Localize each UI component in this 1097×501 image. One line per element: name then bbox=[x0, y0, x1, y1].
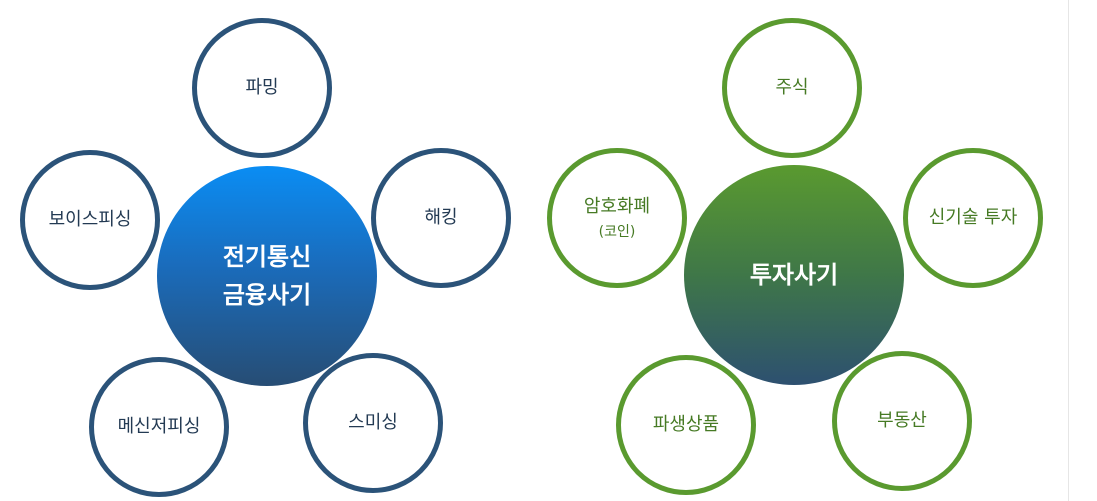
node-label: 파밍 bbox=[245, 77, 279, 98]
scrollbar-track[interactable] bbox=[1068, 0, 1097, 501]
node-label: 해킹 bbox=[424, 207, 458, 228]
node-hacking: 해킹 bbox=[371, 148, 511, 288]
node-label: 메신저피싱 bbox=[117, 416, 201, 437]
node-sublabel: (코인) bbox=[598, 224, 636, 240]
node-derivatives: 파생상품 bbox=[616, 355, 756, 495]
node-label: 파생상품 bbox=[652, 414, 720, 435]
node-label: 암호화폐 bbox=[583, 196, 651, 217]
node-messenger-phishing: 메신저피싱 bbox=[89, 357, 229, 497]
node-label: 부동산 bbox=[877, 410, 927, 431]
hub-title-line-1: 투자사기 bbox=[749, 261, 839, 289]
hub-title-line-2: 금융사기 bbox=[222, 281, 312, 309]
hub-investment-fraud: 투자사기 bbox=[684, 165, 904, 385]
node-stocks: 주식 bbox=[722, 18, 862, 158]
node-smishing: 스미싱 bbox=[303, 353, 443, 493]
node-label: 스미싱 bbox=[348, 412, 398, 433]
node-new-tech-investment: 신기술 투자 bbox=[903, 148, 1043, 288]
node-real-estate: 부동산 bbox=[832, 351, 972, 491]
diagram-canvas: 파밍 해킹 스미싱 메신저피싱 보이스피싱 전기통신 금융사기 주식 신기술 투… bbox=[20, 18, 1043, 497]
node-voice-phishing: 보이스피싱 bbox=[20, 150, 160, 290]
node-label: 주식 bbox=[775, 77, 809, 98]
node-pharming: 파밍 bbox=[192, 18, 332, 158]
node-crypto: 암호화폐 (코인) bbox=[547, 148, 687, 288]
node-label: 보이스피싱 bbox=[48, 209, 132, 230]
hub-telecom-financial-fraud: 전기통신 금융사기 bbox=[157, 166, 377, 386]
hub-title-line-1: 전기통신 bbox=[222, 243, 312, 271]
node-label: 신기술 투자 bbox=[928, 207, 1018, 228]
